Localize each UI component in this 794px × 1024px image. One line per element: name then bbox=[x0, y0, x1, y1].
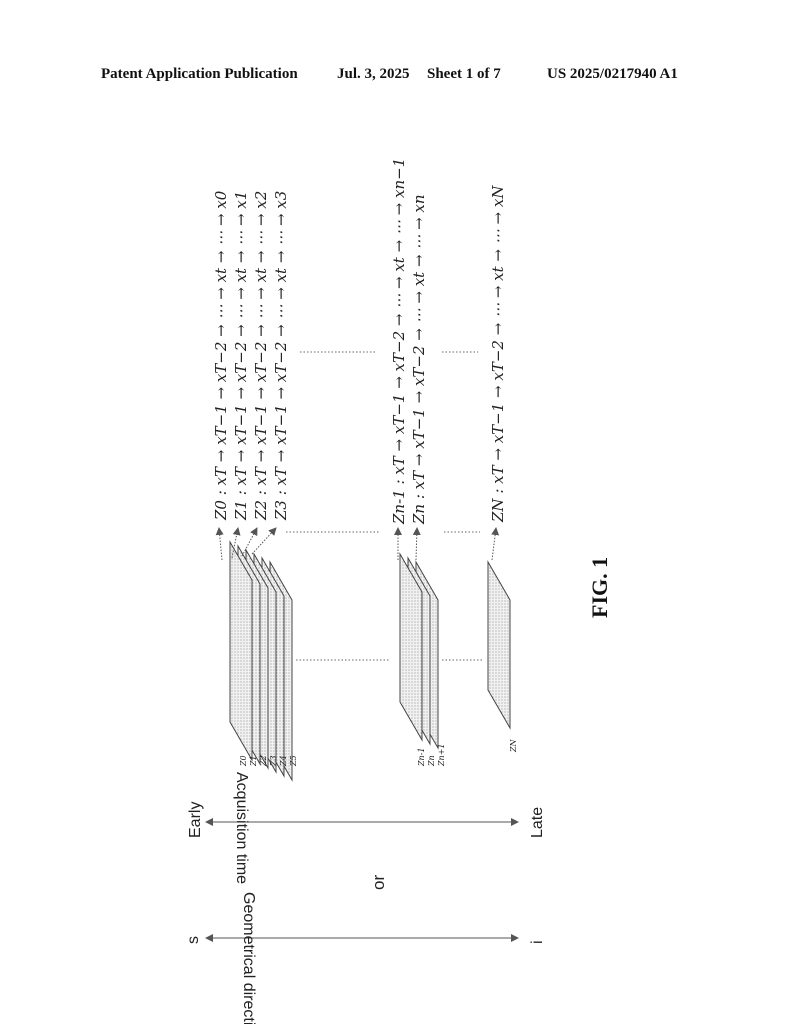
axis-geometrical-direction: Geometrical direction s i bbox=[185, 892, 546, 1024]
slice-label: Zn+1 bbox=[437, 743, 446, 767]
sheet-number: Sheet 1 of 7 bbox=[427, 66, 501, 82]
publication-date: Jul. 3, 2025 bbox=[337, 66, 410, 82]
chain-zn: Zn : xT → xT−1 → xT−2 → ⋯ → xt → ⋯ → xn bbox=[410, 194, 428, 525]
slice-label: Z4 bbox=[279, 755, 288, 767]
axis-geometrical-end: i bbox=[529, 940, 546, 944]
slice-to-chain-arrows bbox=[215, 527, 500, 561]
slice-label: Z5 bbox=[289, 755, 298, 767]
slice-label: Z0 bbox=[239, 755, 248, 767]
slice-label: Z1 bbox=[249, 755, 258, 767]
slice-z0 bbox=[229, 540, 253, 762]
diffusion-chains: Z0 : xT → xT−1 → xT−2 → ⋯ → xt → ⋯ → x0 … bbox=[212, 158, 507, 525]
slice-label: Zn-1 bbox=[417, 747, 426, 767]
publication-number: US 2025/0217940 A1 bbox=[547, 66, 678, 82]
chain-zn-minus-1: Zn-1 : xT → xT−1 → xT−2 → ⋯ → xt → ⋯ → x… bbox=[390, 158, 408, 525]
axis-acquisition-start: Early bbox=[187, 802, 204, 838]
or-text: or bbox=[369, 875, 388, 890]
publication-title: Patent Application Publication bbox=[101, 66, 298, 82]
chain-z3: Z3 : xT → xT−1 → xT−2 → ⋯ → xt → ⋯ → x3 bbox=[272, 191, 290, 521]
slice-label: Z2 bbox=[259, 755, 268, 767]
slice-label: Z3 bbox=[269, 755, 278, 767]
slice-stack-group3 bbox=[487, 560, 511, 730]
slice-stack-group2 bbox=[399, 552, 439, 750]
slice-stack-group1 bbox=[229, 540, 293, 782]
figure-label: FIG. 1 bbox=[587, 557, 612, 618]
axis-geometrical-start: s bbox=[185, 936, 202, 944]
ellipsis-separators bbox=[286, 351, 484, 661]
chain-zN: ZN : xT → xT−1 → xT−2 → ⋯ → xt → ⋯ → xN bbox=[489, 185, 507, 523]
slice-label: ZN bbox=[509, 738, 518, 753]
chain-z1: Z1 : xT → xT−1 → xT−2 → ⋯ → xt → ⋯ → x1 bbox=[232, 191, 250, 521]
slice-zn-minus-1 bbox=[399, 552, 423, 742]
axis-geometrical-label: Geometrical direction bbox=[240, 892, 257, 1024]
slice-zN bbox=[487, 560, 511, 730]
axis-acquisition-label: Acquisition time bbox=[233, 772, 250, 884]
chain-z2: Z2 : xT → xT−1 → xT−2 → ⋯ → xt → ⋯ → x2 bbox=[252, 191, 270, 521]
axis-acquisition-end: Late bbox=[529, 807, 546, 838]
slice-label: Zn bbox=[427, 755, 436, 767]
page-header: Patent Application Publication Jul. 3, 2… bbox=[0, 66, 794, 90]
axis-acquisition-time: Acquisition time Early Late bbox=[187, 772, 546, 884]
chain-z0: Z0 : xT → xT−1 → xT−2 → ⋯ → xt → ⋯ → x0 bbox=[212, 190, 230, 521]
slice-labels: Z0 Z1 Z2 Z3 Z4 Z5 Zn-1 Zn Zn+1 ZN bbox=[239, 738, 518, 767]
